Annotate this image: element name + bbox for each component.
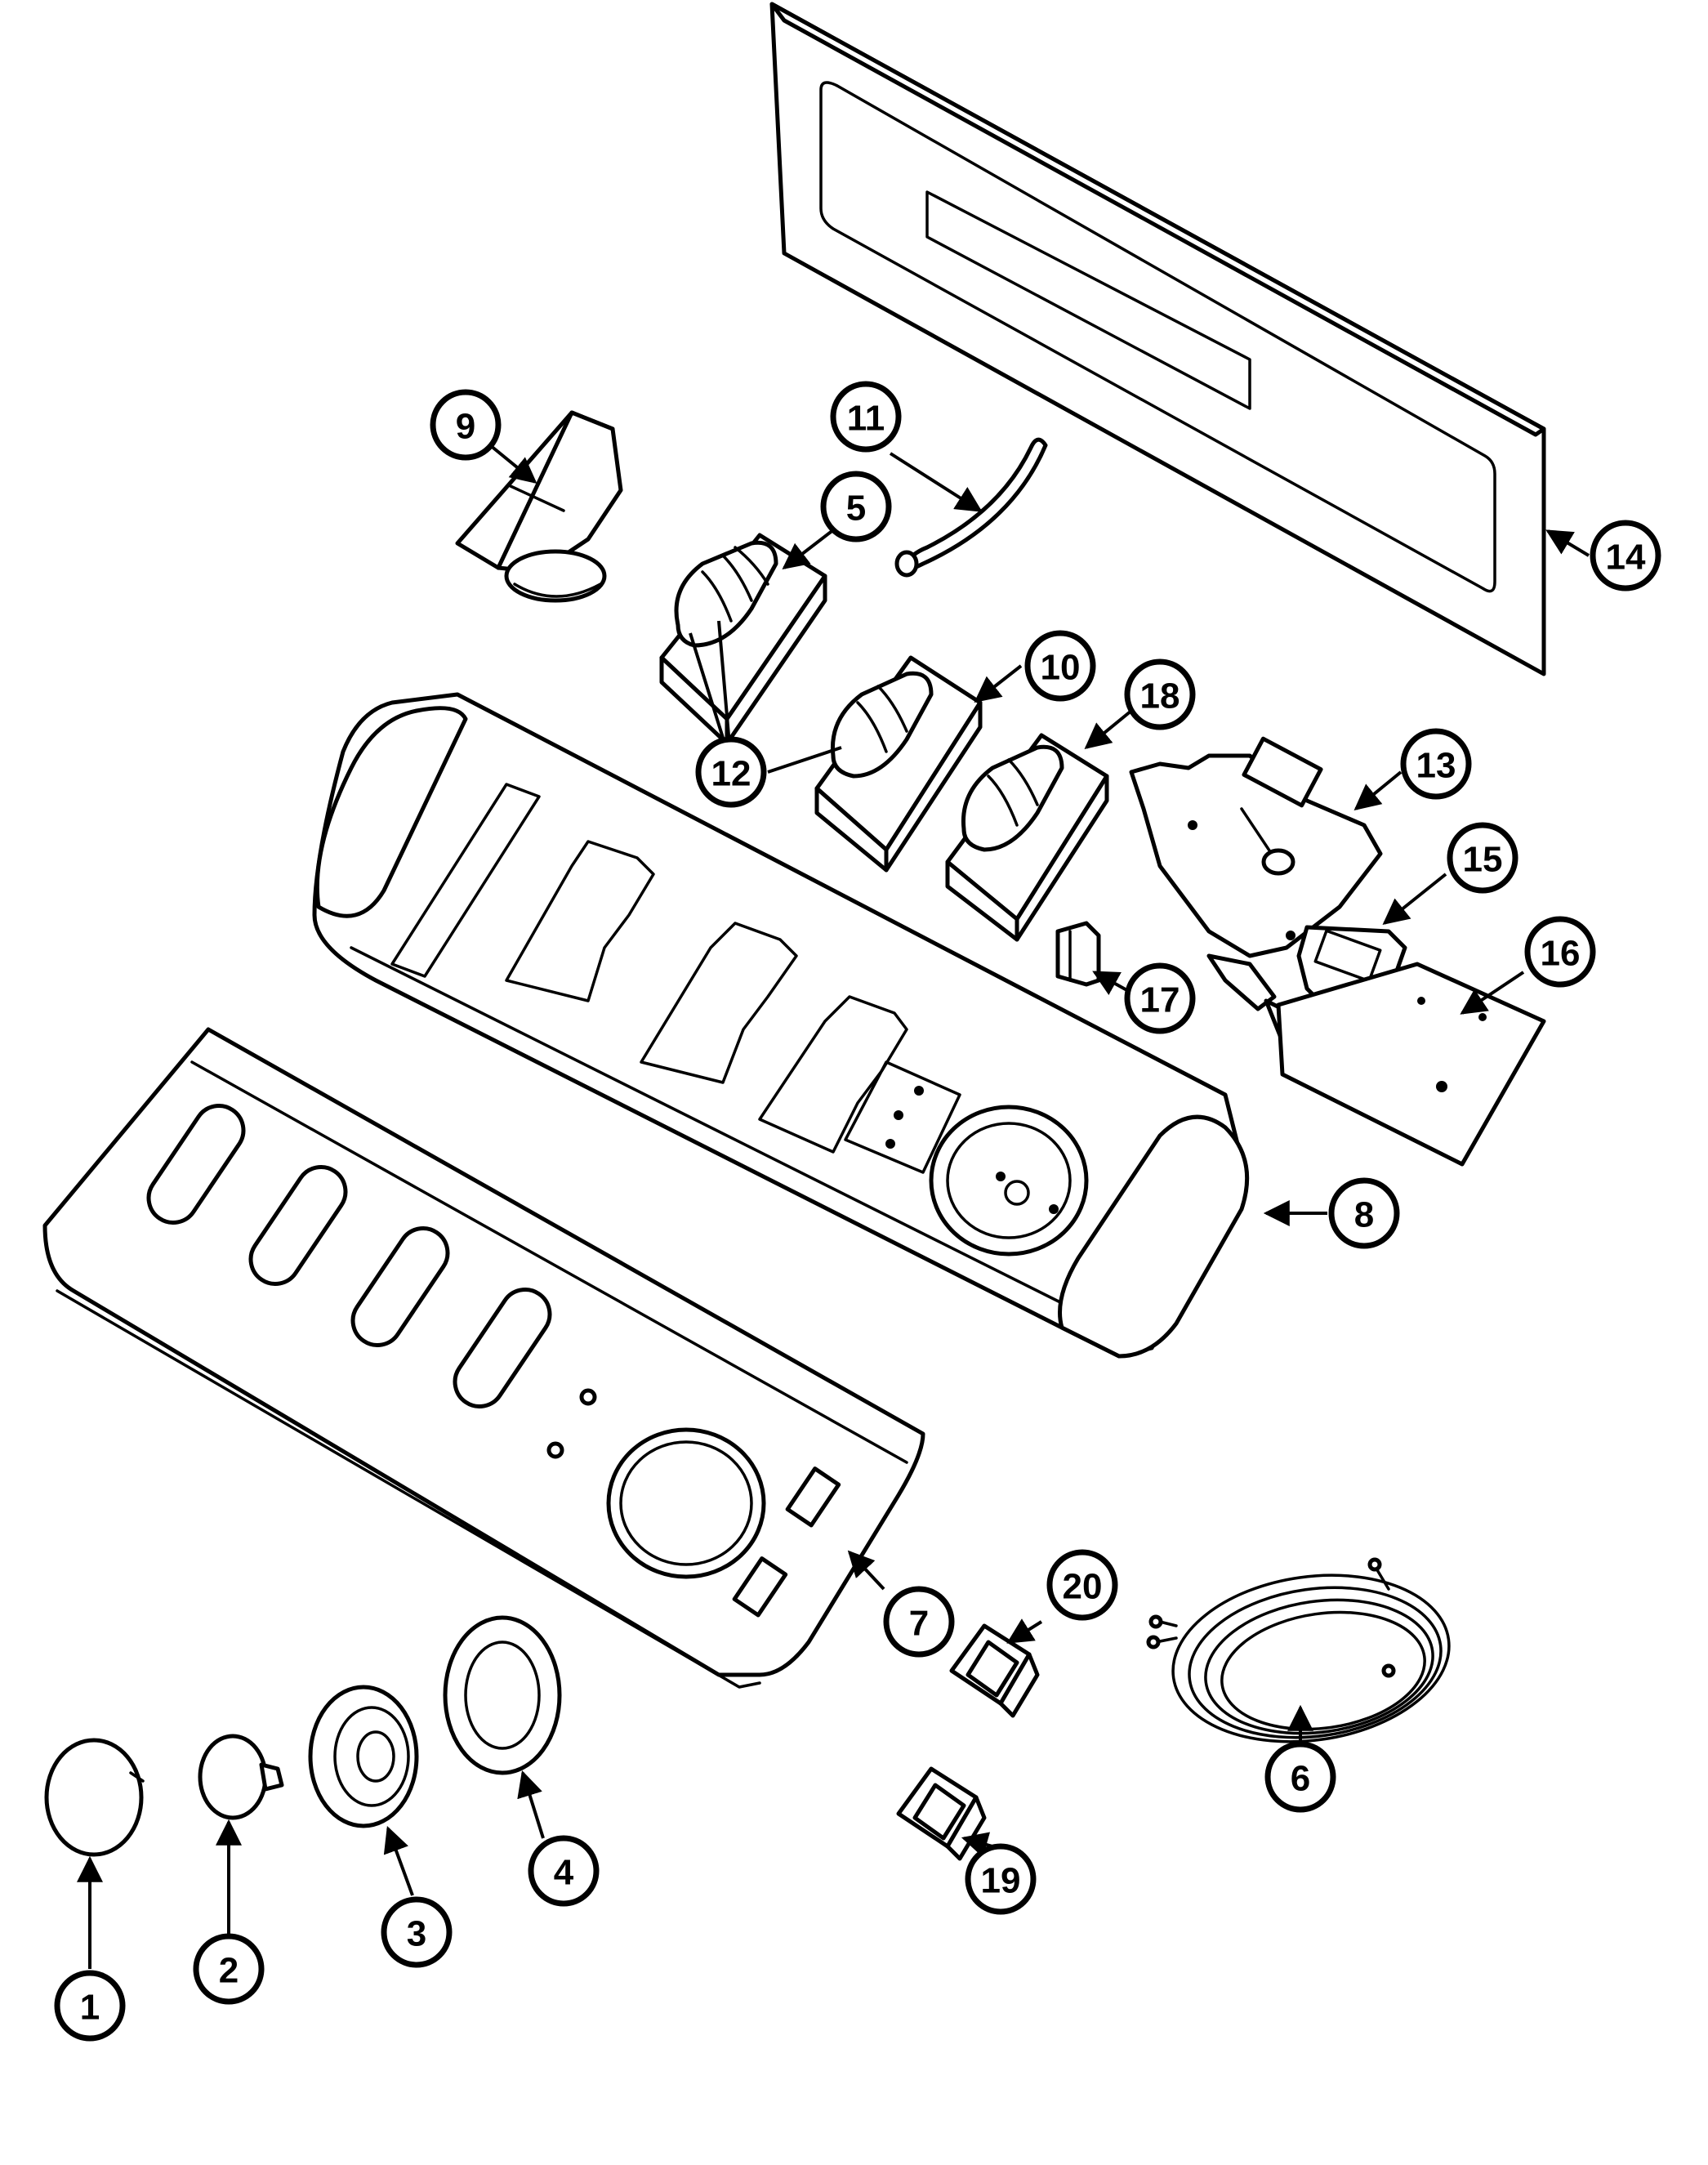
callout-19: 19 — [965, 1843, 1037, 1915]
callout-circle — [883, 1586, 955, 1658]
callout-3: 3 — [381, 1896, 453, 1968]
callout-circle — [528, 1835, 600, 1907]
callout-17: 17 — [1124, 962, 1196, 1034]
callout-label: 1 — [80, 1988, 100, 2028]
switch-10 — [814, 655, 983, 873]
callout-circle — [193, 1933, 265, 2005]
callout-label: 5 — [846, 489, 866, 529]
knob-housing — [455, 410, 623, 603]
callout-circle — [430, 389, 502, 461]
switch-5 — [659, 533, 827, 746]
callout-label: 8 — [1354, 1195, 1374, 1235]
callout-circle — [1328, 1177, 1400, 1249]
knob-cap — [44, 1738, 145, 1857]
callout-16: 16 — [1524, 916, 1596, 988]
callout-20: 20 — [1046, 1549, 1118, 1621]
callout-label: 4 — [554, 1853, 574, 1893]
callout-11: 11 — [830, 381, 902, 453]
callout-5: 5 — [820, 471, 892, 542]
callout-label: 17 — [1140, 980, 1180, 1020]
hose — [894, 437, 1048, 578]
control-panel-frame — [312, 692, 1250, 1359]
callout-label: 11 — [847, 399, 885, 439]
button-slots — [146, 1104, 552, 1408]
callout-circle — [54, 1970, 126, 2042]
callout-circle — [1400, 728, 1472, 800]
callout-6: 6 — [1264, 1741, 1336, 1813]
callout-12: 12 — [695, 736, 767, 808]
callout-label: 6 — [1291, 1759, 1310, 1799]
bezel-ring — [443, 1615, 562, 1775]
callout-circle — [820, 471, 892, 542]
callout-label: 12 — [711, 754, 751, 794]
callout-circle — [1046, 1549, 1118, 1621]
callout-2: 2 — [193, 1933, 265, 2005]
knob — [308, 1685, 419, 1828]
callout-circle — [381, 1896, 453, 1968]
callout-label: 2 — [219, 1951, 239, 1991]
callout-18: 18 — [1124, 658, 1196, 730]
indicator-plug — [198, 1734, 284, 1820]
callout-label: 19 — [981, 1861, 1021, 1901]
callout-7: 7 — [883, 1586, 955, 1658]
rocker-switch-20 — [949, 1623, 1040, 1718]
callout-label: 16 — [1541, 934, 1581, 974]
callout-label: 3 — [407, 1914, 426, 1954]
callout-13: 13 — [1400, 728, 1472, 800]
callout-8: 8 — [1328, 1177, 1400, 1249]
control-panel-face — [42, 1027, 925, 1689]
callout-9: 9 — [430, 389, 502, 461]
callout-circle — [1447, 822, 1518, 894]
callout-label: 10 — [1041, 648, 1081, 688]
wire-harness — [1146, 1557, 1451, 1743]
callout-label: 7 — [909, 1604, 929, 1644]
callout-circle — [830, 381, 902, 453]
callout-circle — [965, 1843, 1037, 1915]
callout-label: 20 — [1063, 1567, 1103, 1607]
callout-label: 13 — [1416, 746, 1456, 786]
callout-10: 10 — [1024, 630, 1096, 702]
clip — [1055, 921, 1101, 987]
switch-18 — [945, 733, 1109, 942]
callout-circle — [695, 736, 767, 808]
circuit-board — [1276, 962, 1546, 1167]
callout-circle — [1124, 962, 1196, 1034]
callout-label: 15 — [1463, 840, 1503, 880]
callout-label: 18 — [1140, 676, 1180, 716]
timer — [1129, 736, 1383, 958]
callout-circle — [1024, 630, 1096, 702]
callout-14: 14 — [1590, 520, 1661, 591]
callout-1: 1 — [54, 1970, 126, 2042]
rocker-switch-19 — [896, 1766, 987, 1861]
callout-circle — [1264, 1741, 1336, 1813]
callout-circle — [1124, 658, 1196, 730]
callout-4: 4 — [528, 1835, 600, 1907]
callout-circle — [1524, 916, 1596, 988]
back-panel — [769, 2, 1546, 676]
callout-label: 9 — [456, 407, 475, 447]
callout-label: 14 — [1606, 538, 1646, 578]
callout-15: 15 — [1447, 822, 1518, 894]
callout-circle — [1590, 520, 1661, 591]
